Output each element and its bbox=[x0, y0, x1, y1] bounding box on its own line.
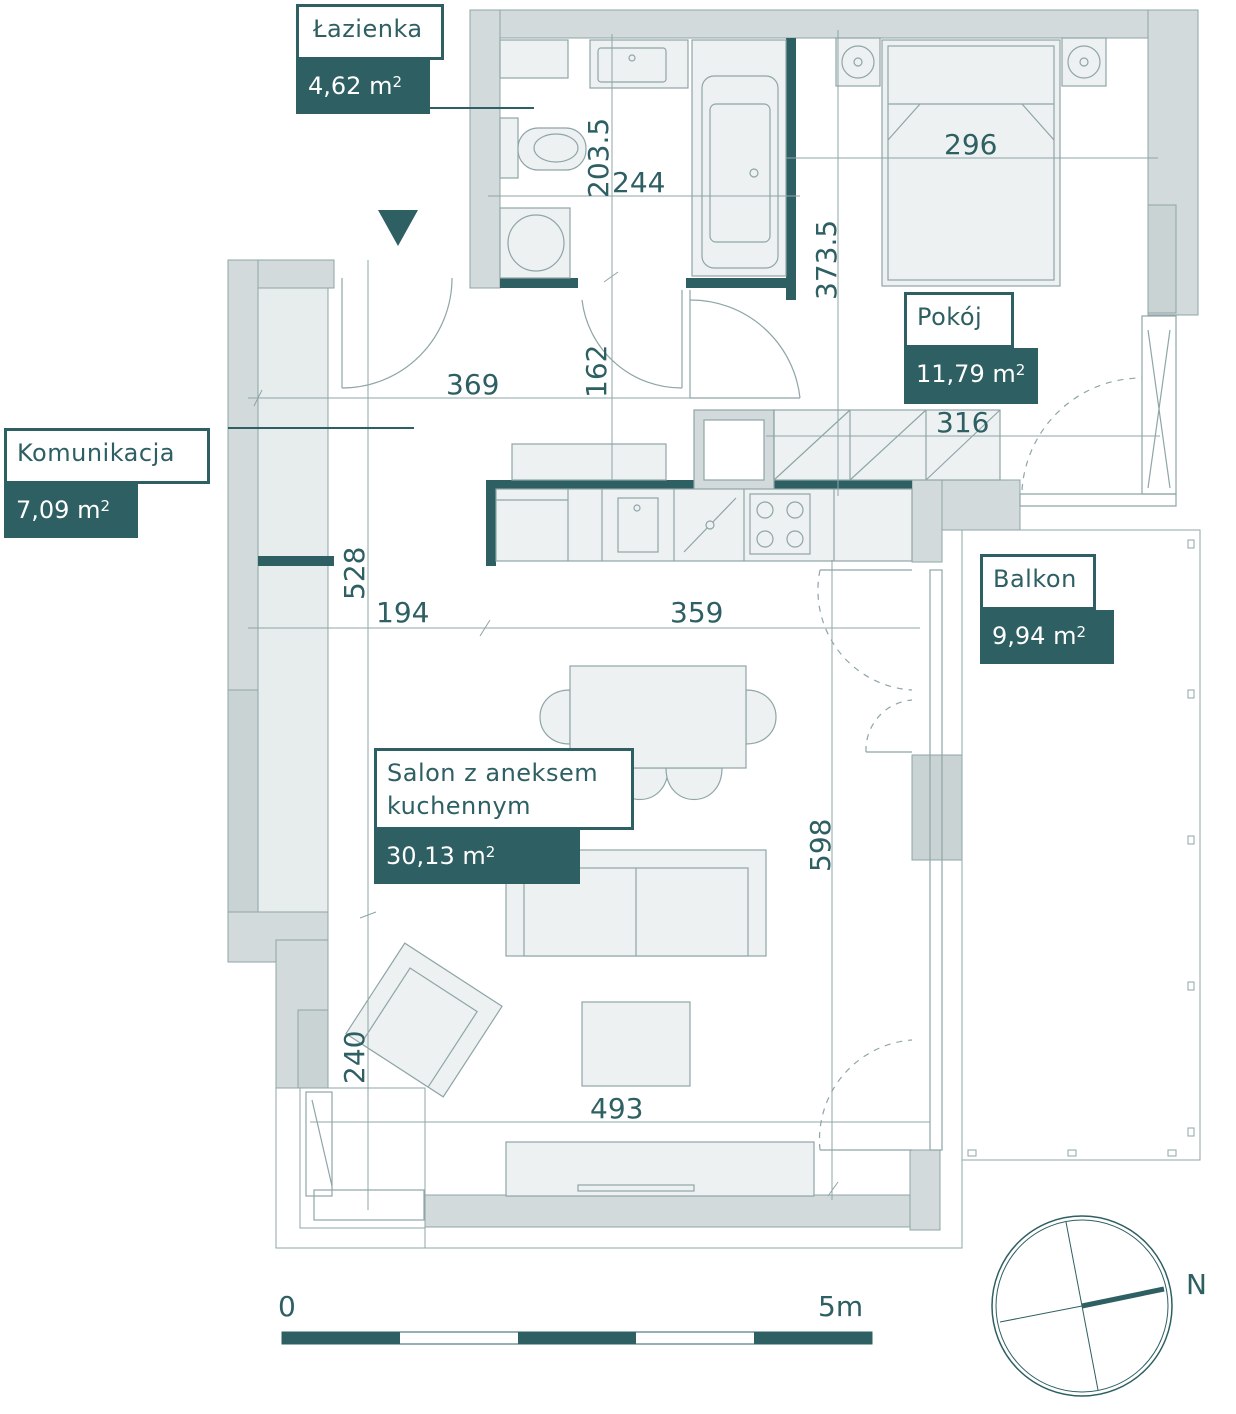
dim-bay-height: 240 bbox=[338, 1031, 371, 1084]
room-name: Salon z aneksem kuchennym bbox=[374, 748, 634, 830]
area-unit-exponent: 2 bbox=[100, 497, 110, 515]
room-area: 30,13 m2 bbox=[374, 830, 580, 884]
room-name: Balkon bbox=[980, 554, 1096, 610]
room-area-value: 11,79 m bbox=[916, 360, 1016, 388]
room-name: Łazienka bbox=[296, 4, 444, 60]
compass-north-label: N bbox=[1186, 1268, 1207, 1301]
balcony bbox=[961, 529, 1201, 1161]
room-area-value: 30,13 m bbox=[386, 842, 486, 870]
kitchen-furniture bbox=[495, 409, 1001, 562]
dim-hall-width: 369 bbox=[446, 368, 499, 401]
walls bbox=[227, 9, 1199, 1231]
scale-bar: 0 5m bbox=[278, 1290, 873, 1345]
compass-icon: N bbox=[991, 1215, 1207, 1397]
dim-bath-width: 244 bbox=[612, 166, 665, 199]
entrance-arrow-icon bbox=[378, 210, 418, 246]
room-area-value: 4,62 m bbox=[308, 72, 393, 100]
bedroom-furniture bbox=[835, 37, 1107, 287]
doors-windows bbox=[305, 277, 1177, 1221]
area-unit-exponent: 2 bbox=[485, 843, 496, 861]
dim-hall-length: 528 bbox=[338, 547, 371, 600]
scale-end: 5m bbox=[818, 1290, 863, 1323]
dim-left-width: 194 bbox=[376, 596, 429, 629]
living-furniture bbox=[345, 665, 815, 1197]
dim-salon-height: 598 bbox=[804, 819, 837, 872]
dim-room-bottom-width: 316 bbox=[936, 406, 989, 439]
dim-room-height: 373.5 bbox=[810, 220, 843, 300]
room-area-value: 7,09 m bbox=[16, 496, 101, 524]
bathroom-fixtures bbox=[499, 39, 787, 279]
dim-hall-height: 162 bbox=[580, 345, 613, 398]
interior-walls bbox=[258, 38, 912, 566]
dim-room-width: 296 bbox=[944, 128, 997, 161]
room-area: 4,62 m2 bbox=[296, 60, 430, 114]
scale-start: 0 bbox=[278, 1290, 296, 1323]
room-area: 9,94 m2 bbox=[980, 610, 1114, 664]
room-area: 7,09 m2 bbox=[4, 484, 138, 538]
area-unit-exponent: 2 bbox=[1076, 623, 1086, 641]
area-unit-exponent: 2 bbox=[1015, 361, 1026, 379]
dim-bath-height: 203.5 bbox=[582, 118, 615, 198]
room-name: Pokój bbox=[904, 292, 1014, 348]
room-area: 11,79 m2 bbox=[904, 348, 1038, 404]
dim-salon-width: 493 bbox=[590, 1092, 643, 1125]
room-name: Komunikacja bbox=[4, 428, 210, 484]
area-unit-exponent: 2 bbox=[392, 73, 402, 91]
dim-kitchen-width: 359 bbox=[670, 596, 723, 629]
room-area-value: 9,94 m bbox=[992, 622, 1077, 650]
